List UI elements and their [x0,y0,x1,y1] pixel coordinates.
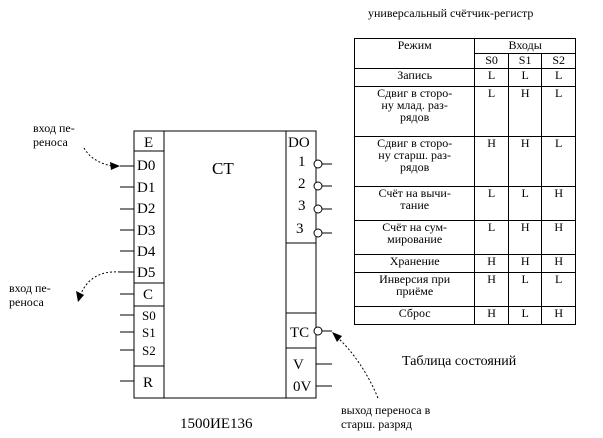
row-s0: H [474,306,509,325]
arrow-heads [76,162,342,342]
pin-q2: 2 [298,176,306,192]
row-s0: L [474,220,509,255]
header-mode: Режим [353,38,476,69]
table-row: Запись L L L [353,68,576,87]
row-s0: L [474,86,509,137]
right-pin-stubs [313,159,332,387]
chip-body [133,130,317,399]
pin-q3b: 3 [296,221,304,237]
pin-c: C [143,287,153,303]
table-row: Инверсия при приёме H L L [353,272,576,307]
pin-do: DO [288,135,310,151]
row-mode: Сдвиг в сторо- ну старш. раз- рядов [353,136,476,187]
carry-in-top-arrow [83,147,113,167]
row-mode: Запись [353,68,476,87]
pin-d4: D4 [137,244,156,260]
chip-part-number: 1500ИЕ136 [180,416,253,432]
row-s1: H [507,220,543,255]
pin-s0: S0 [142,308,156,323]
row-mode: Счёт на вычи- тание [353,186,476,221]
table-row: Сдвиг в сторо- ну старш. раз- рядов H H … [353,136,576,187]
row-s1: L [507,186,543,221]
pin-0v: 0V [293,379,312,395]
pin-r: R [143,375,153,391]
pin-tc: TC [290,325,309,341]
row-s2: H [541,254,576,273]
row-s1: L [507,272,543,307]
row-s1: H [507,136,543,187]
left-pin-stubs [120,165,134,382]
row-s2: H [541,186,576,221]
row-s2: L [541,86,576,137]
row-s0: L [474,186,509,221]
table-row: Хранение H H H [353,254,576,273]
carry-in-top-label: вход пе- реноса [33,121,75,149]
subheader-s1: S1 [507,53,543,69]
pin-s2: S2 [142,343,156,358]
chip-function-ct: CT [212,159,234,178]
carry-in-bottom-label: вход пе- реноса [9,281,51,309]
pin-d0: D0 [137,158,155,174]
pin-s1: S1 [142,325,156,340]
row-mode: Счёт на сум- мирование [353,220,476,255]
table-row: Счёт на вычи- тание L L H [353,186,576,221]
table-header-row: Режим Входы [353,38,576,69]
row-s0: H [474,254,509,273]
row-mode: Хранение [353,254,476,273]
carry-out-arrow [335,335,379,399]
row-s2: L [541,136,576,187]
row-s0: L [474,68,509,87]
right-pin-labels: DO 1 2 3 3 TC V 0V [288,135,312,395]
left-pin-labels: E D0 D1 D2 D3 D4 D5 C S0 S1 S2 R [137,135,156,391]
row-s1: L [507,68,543,87]
table-row: Счёт на сум- мирование L H H [353,220,576,255]
state-table: Режим Входы S0 S1 S2 Запись L L L Сдвиг … [353,38,576,325]
row-s2: L [541,272,576,307]
carry-out-label: выход переноса в старш. разряд [341,403,431,431]
row-s1: H [507,254,543,273]
row-s1: L [507,306,543,325]
row-s2: L [541,68,576,87]
table-row: Сдвиг в сторо- ну млад. раз- рядов L H L [353,86,576,137]
row-s0: H [474,272,509,307]
pin-d3: D3 [137,223,155,239]
pin-d1: D1 [137,180,155,196]
subheader-s0: S0 [474,53,509,69]
subheader-s2: S2 [541,53,576,69]
table-caption: Таблица состояний [402,354,517,369]
pin-d2: D2 [137,201,155,217]
pin-v: V [293,357,304,373]
row-mode: Сдвиг в сторо- ну млад. раз- рядов [353,86,476,137]
diagram-title: универсальный счётчик-регистр [368,6,534,20]
row-s2: H [541,220,576,255]
pin-q3: 3 [298,198,306,214]
header-inputs: Входы [474,38,576,54]
annotation-arrows [79,147,379,399]
row-s0: H [474,136,509,187]
row-s2: H [541,306,576,325]
row-s1: H [507,86,543,137]
table-row: Сброс H L H [353,306,576,325]
table-subheader-row: S0 S1 S2 [355,53,576,69]
row-mode: Инверсия при приёме [353,272,476,307]
pin-q1: 1 [298,154,306,170]
pin-d5: D5 [137,265,155,281]
carry-in-bottom-arrow [79,271,121,297]
pin-e: E [144,135,153,151]
row-mode: Сброс [353,306,476,325]
